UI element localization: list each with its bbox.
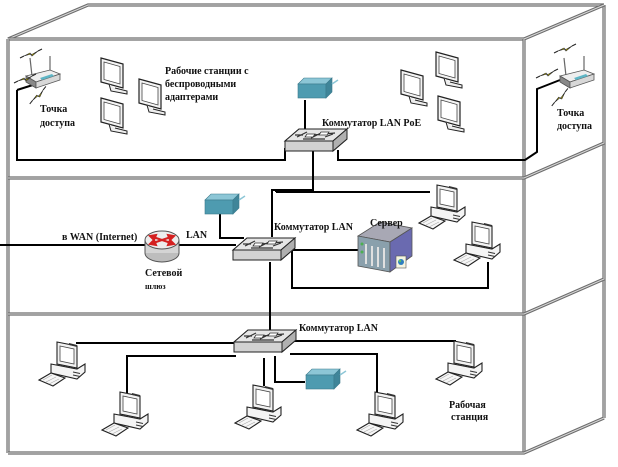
workstation-label-1: Рабочая xyxy=(449,400,486,411)
network-gateway[interactable] xyxy=(144,230,180,263)
wireless-workstations-label-3: адаптерами xyxy=(165,92,218,103)
middle-floor: в WAN (Internet) LAN Сетевой шлюз Коммут… xyxy=(0,178,501,340)
wireless-workstations-label-2: беспроводными xyxy=(165,79,236,90)
cable-ip-device-to-switch xyxy=(219,212,244,239)
building-base xyxy=(8,416,605,455)
cable-switch-to-workstation-4 xyxy=(290,353,378,393)
wireless-signal-icon xyxy=(553,43,577,54)
workstation[interactable] xyxy=(435,340,483,386)
access-point-right-label-2: доступа xyxy=(557,121,592,132)
wireless-signal-icon xyxy=(535,68,559,79)
wireless-signal-icon xyxy=(25,85,51,105)
lan-label: LAN xyxy=(186,230,208,241)
lan-switch-bottom-label: Коммутатор LAN xyxy=(299,323,379,334)
access-point-right[interactable] xyxy=(559,55,595,89)
wireless-workstation[interactable] xyxy=(437,95,465,133)
server[interactable] xyxy=(356,221,414,273)
workstation[interactable] xyxy=(234,384,282,430)
gateway-label-2: шлюз xyxy=(145,282,166,291)
cable-poe-switch-to-ap-right xyxy=(337,79,561,161)
ip-device-poe[interactable] xyxy=(297,77,339,99)
server-label: Сервер xyxy=(370,218,403,229)
poe-switch[interactable] xyxy=(284,128,348,152)
cable-poe-switch-to-middle-switch xyxy=(271,178,314,237)
wireless-workstation[interactable] xyxy=(400,69,428,107)
lan-switch-bottom[interactable] xyxy=(233,329,297,353)
bottom-floor: Коммутатор LAN Рабочая станция xyxy=(38,323,489,437)
wireless-workstation[interactable] xyxy=(100,97,128,135)
wireless-signal-icon xyxy=(19,48,43,59)
roof-edge xyxy=(7,3,604,41)
floor-divider-lower xyxy=(8,277,605,316)
cable-ap-left-to-poe-switch xyxy=(16,90,286,161)
wireless-workstation[interactable] xyxy=(100,57,128,95)
cable-switch-to-ip-device xyxy=(274,356,305,383)
wireless-workstation[interactable] xyxy=(138,78,166,116)
router-arrows-icon xyxy=(147,233,177,247)
workstation-label-2: станция xyxy=(451,412,489,423)
workstation[interactable] xyxy=(453,221,501,267)
access-point-left-label-1: Точка xyxy=(40,104,67,115)
wireless-workstation[interactable] xyxy=(435,51,463,89)
wireless-signal-icon xyxy=(547,87,573,107)
workstation[interactable] xyxy=(101,391,149,437)
wireless-workstations-label-1: Рабочие станции с xyxy=(165,66,249,77)
ip-device-bottom[interactable] xyxy=(305,368,347,390)
workstation[interactable] xyxy=(38,341,86,387)
lan-switch-middle-label: Коммутатор LAN xyxy=(274,222,354,233)
cable-switch-to-workstation-2 xyxy=(291,250,489,289)
lan-switch-middle[interactable] xyxy=(232,237,296,261)
gateway-label-1: Сетевой xyxy=(145,268,182,279)
ip-device-middle[interactable] xyxy=(204,193,246,215)
access-point-left[interactable] xyxy=(25,55,61,89)
workstation[interactable] xyxy=(356,391,404,437)
access-point-left-label-2: доступа xyxy=(40,118,75,129)
cable-switch-to-workstation-2 xyxy=(126,355,236,393)
poe-switch-label: Коммутатор LAN PoE xyxy=(322,118,422,129)
wan-label: в WAN (Internet) xyxy=(62,232,137,243)
top-floor: Точка доступа Рабочие станции с беспрово… xyxy=(13,43,595,178)
access-point-right-label-1: Точка xyxy=(557,108,584,119)
